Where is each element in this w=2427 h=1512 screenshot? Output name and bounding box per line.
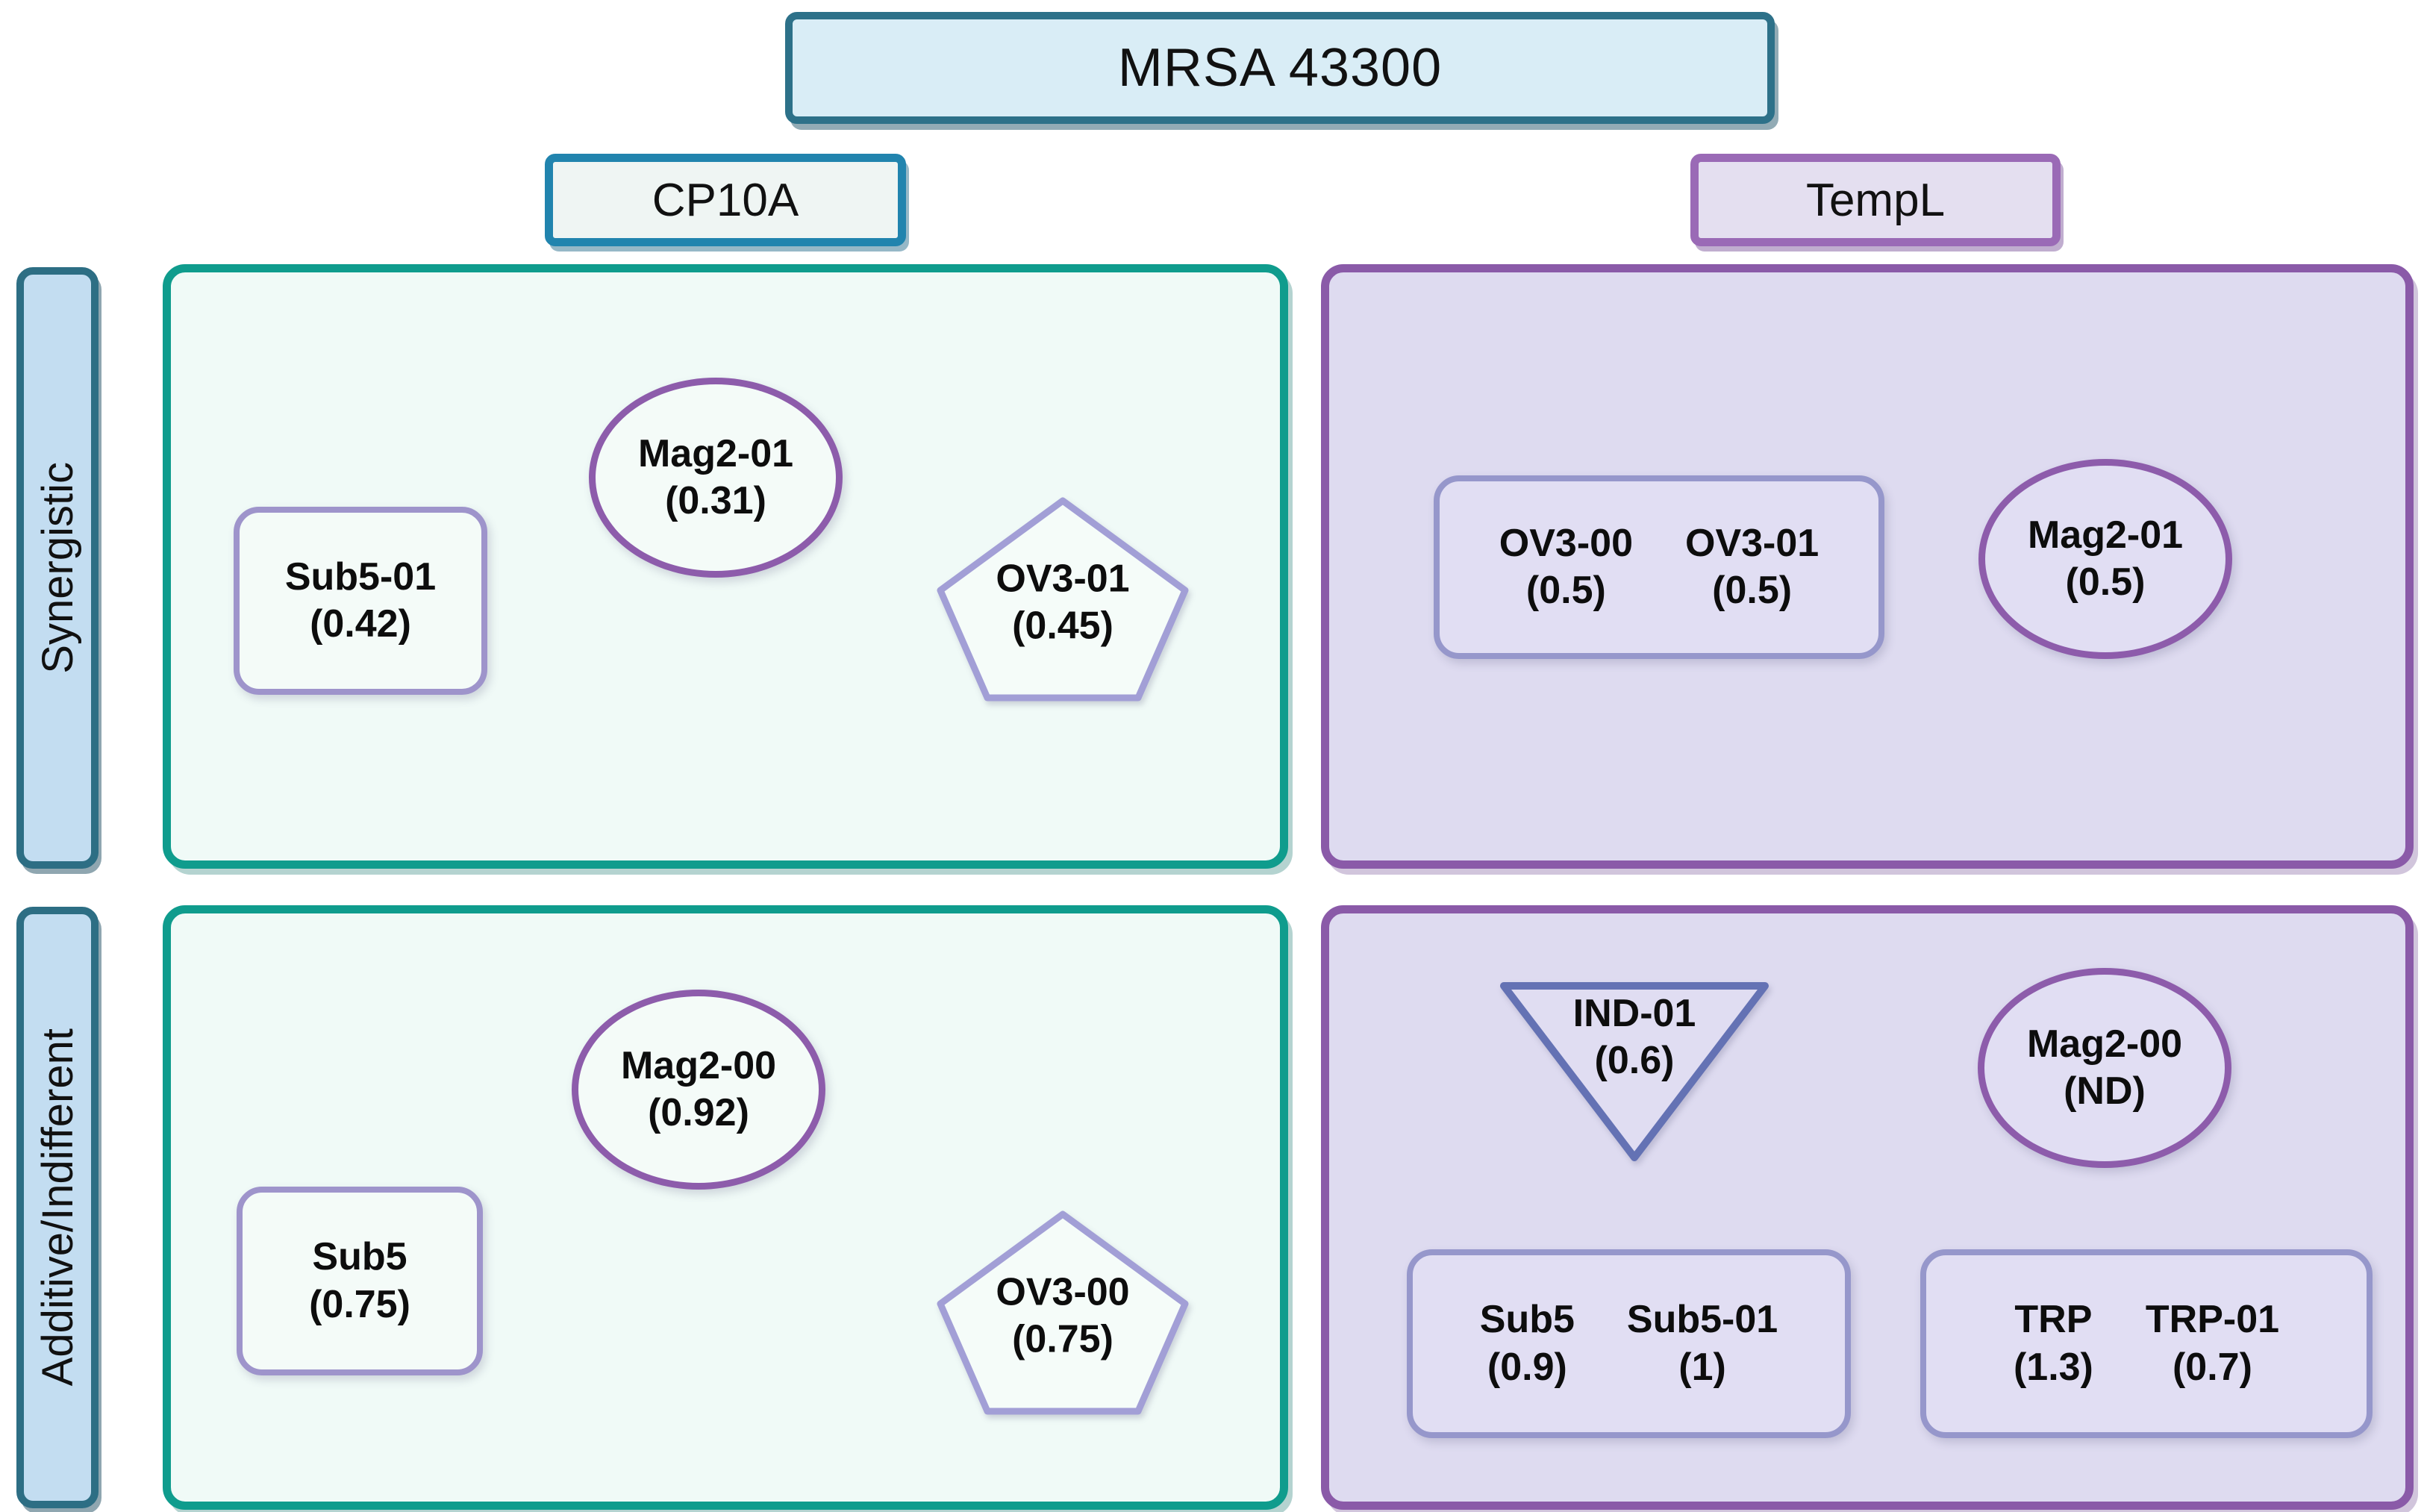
- row-label-additive-indifferent-text: Additive/Indifferent: [33, 1028, 82, 1387]
- peptide-value: (1.3): [2013, 1345, 2093, 1389]
- peptide-value: (0.5): [2065, 560, 2146, 604]
- node-mag2-01-templ-synergistic: Mag2-01 (0.5): [1978, 459, 2232, 659]
- peptide-value: (0.42): [310, 602, 411, 646]
- peptide-entry: Mag2-00 (0.92): [621, 1043, 776, 1137]
- peptide-entry: TRP-01 (0.7): [2146, 1296, 2279, 1391]
- strain-title: MRSA 43300: [1117, 38, 1443, 98]
- peptide-entry: OV3-01 (0.5): [1685, 520, 1819, 615]
- node-mag2-00-templ-additive: Mag2-00 (ND): [1978, 968, 2231, 1168]
- peptide-value: (0.45): [1012, 605, 1113, 649]
- peptide-entry: Mag2-01 (0.31): [638, 431, 793, 525]
- peptide-entry: Sub5 (0.75): [309, 1234, 410, 1328]
- peptide-entry: OV3-00 (0.5): [1499, 520, 1633, 615]
- pentagon-icon: [937, 1210, 1189, 1415]
- peptide-name: Sub5: [1479, 1298, 1575, 1342]
- peptide-name: Mag2-00: [620, 1043, 777, 1087]
- peptide-value: (0.92): [648, 1091, 749, 1134]
- peptide-value: (ND): [2064, 1069, 2146, 1113]
- node-ind-01-additive: IND-01 (0.6): [1496, 978, 1772, 1165]
- node-trp-trp-01-templ-additive: TRP (1.3) TRP-01 (0.7): [1920, 1249, 2373, 1438]
- quadrant-synergistic-templ: OV3-00 (0.5) OV3-01 (0.5) Mag2-01 (0.5): [1321, 264, 2414, 869]
- peptide-name: TRP-01: [2145, 1298, 2280, 1342]
- quadrant-synergistic-cp10a: Sub5-01 (0.42) Mag2-01 (0.31) OV3-01 (0.…: [163, 264, 1288, 869]
- peptide-value: (0.75): [1012, 1318, 1113, 1362]
- peptide-name: OV3-01: [1685, 521, 1820, 565]
- node-sub5-01-synergistic: Sub5-01 (0.42): [234, 507, 487, 695]
- column-header-templ: TempL: [1690, 154, 2061, 246]
- row-label-synergistic: Synergistic: [16, 267, 99, 869]
- peptide-name: Mag2-01: [2027, 513, 2184, 557]
- peptide-name: OV3-01: [996, 557, 1130, 601]
- quadrant-additive-cp10a: Mag2-00 (0.92) Sub5 (0.75) OV3-00 (0.75): [163, 905, 1288, 1510]
- peptide-name: Mag2-01: [637, 431, 794, 475]
- peptide-name: Sub5: [312, 1235, 407, 1279]
- column-label-cp10a: CP10A: [652, 174, 799, 226]
- peptide-value: (0.6): [1594, 1039, 1675, 1083]
- peptide-value: (0.31): [665, 479, 766, 522]
- node-mag2-01-synergistic: Mag2-01 (0.31): [589, 378, 843, 578]
- peptide-entry: Mag2-00 (ND): [2027, 1021, 2182, 1116]
- column-label-templ: TempL: [1805, 174, 1946, 226]
- peptide-entry: OV3-01 (0.45): [936, 556, 1190, 651]
- peptide-value: (0.5): [1712, 569, 1793, 612]
- strain-title-box: MRSA 43300: [785, 12, 1775, 124]
- peptide-name: Mag2-00: [2026, 1022, 2183, 1066]
- peptide-value: (0.5): [1525, 569, 1606, 612]
- peptide-entry: IND-01 (0.6): [1496, 990, 1772, 1085]
- peptide-entry: Sub5-01 (1): [1627, 1296, 1778, 1391]
- column-header-cp10a: CP10A: [545, 154, 906, 246]
- peptide-entry: Mag2-01 (0.5): [2028, 512, 2183, 607]
- peptide-name: OV3-00: [996, 1270, 1130, 1314]
- peptide-entry: Sub5 (0.9): [1480, 1296, 1575, 1391]
- quadrant-additive-templ: IND-01 (0.6) Mag2-00 (ND) Sub5 (0.9) Sub…: [1321, 905, 2414, 1510]
- peptide-name: OV3-00: [1499, 521, 1633, 565]
- node-mag2-00-additive: Mag2-00 (0.92): [572, 990, 825, 1190]
- node-sub5-additive: Sub5 (0.75): [237, 1187, 483, 1375]
- node-ov3-00-ov3-01-synergistic: OV3-00 (0.5) OV3-01 (0.5): [1434, 475, 1884, 659]
- pentagon-icon: [937, 497, 1189, 702]
- peptide-entry: Sub5-01 (0.42): [285, 554, 436, 649]
- peptide-entry: OV3-00 (0.75): [936, 1269, 1190, 1364]
- node-ov3-00-additive: OV3-00 (0.75): [936, 1210, 1190, 1416]
- row-label-synergistic-text: Synergistic: [33, 462, 82, 674]
- peptide-value: (1): [1678, 1345, 1726, 1389]
- peptide-name: Sub5-01: [284, 554, 437, 599]
- triangle-down-icon: [1500, 982, 1769, 1161]
- peptide-name: IND-01: [1572, 992, 1696, 1035]
- peptide-entry: TRP (1.3): [2014, 1296, 2093, 1391]
- row-label-additive-indifferent: Additive/Indifferent: [16, 907, 99, 1508]
- node-sub5-sub5-01-templ-additive: Sub5 (0.9) Sub5-01 (1): [1407, 1249, 1851, 1438]
- peptide-value: (0.9): [1487, 1345, 1567, 1389]
- peptide-value: (0.75): [309, 1282, 410, 1326]
- node-ov3-01-synergistic: OV3-01 (0.45): [936, 496, 1190, 702]
- peptide-name: Sub5-01: [1626, 1298, 1778, 1342]
- peptide-name: TRP: [2014, 1298, 2093, 1342]
- peptide-value: (0.7): [2172, 1345, 2252, 1389]
